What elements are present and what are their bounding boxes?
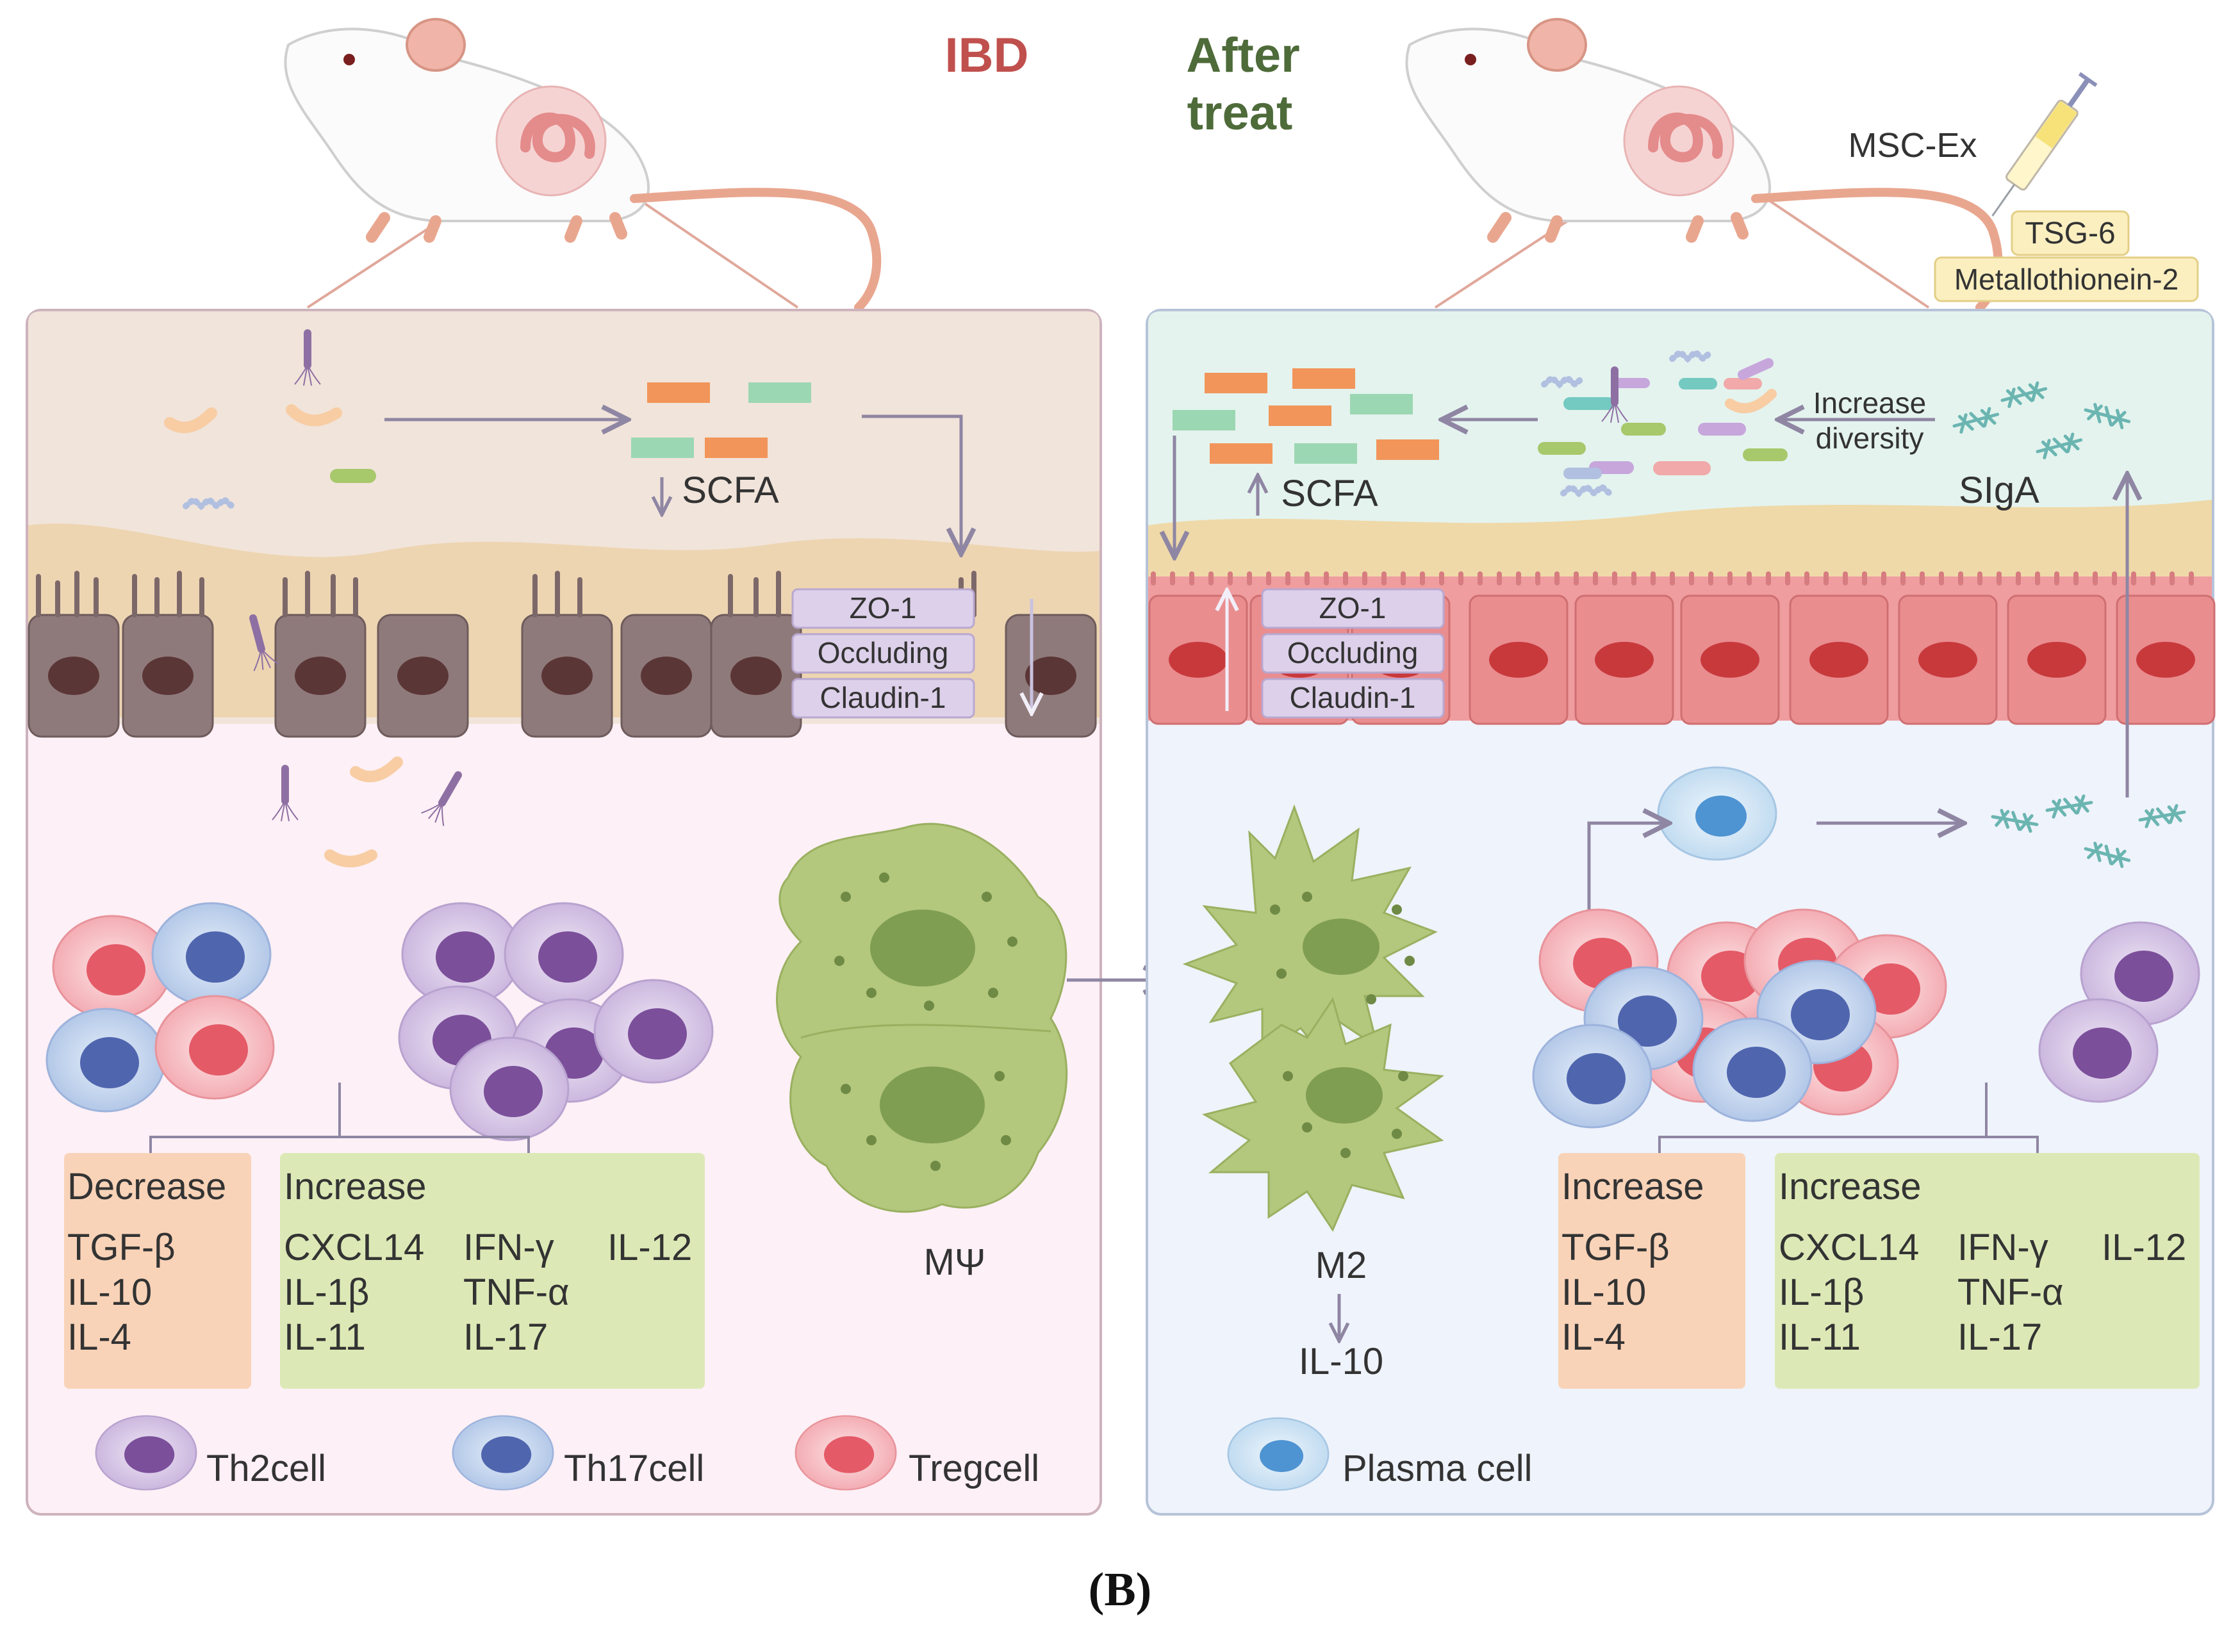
metallothionein-box	[1934, 256, 2199, 302]
left-scfa-label: SCFA	[682, 470, 779, 511]
m2-label: M2	[1315, 1245, 1367, 1286]
right-sIgA-label: SIgA	[1959, 470, 2039, 511]
left-tj-occluding: Occluding	[818, 636, 949, 669]
metallothionein-label: Metallothionein-2	[1954, 263, 2178, 296]
left-scfa-to-epithelium-arrow	[862, 414, 961, 551]
plasma-cell-icon	[1657, 766, 1777, 861]
left-cytokine-connector	[149, 1083, 530, 1153]
right-increase-col3-1: IL-12	[2102, 1227, 2186, 1268]
left-invading-bacteria	[272, 756, 469, 867]
m2-il10-label: IL-10	[1299, 1341, 1383, 1382]
macrophage-label: MΨ	[924, 1241, 986, 1283]
left-increase-col2-3: IL-17	[463, 1316, 548, 1358]
right-increase-col2-3: IL-17	[1957, 1316, 2042, 1358]
right-increase-a-item-2: IL-10	[1561, 1272, 1646, 1313]
legend-th2-label: Th2cell	[206, 1448, 326, 1489]
tsg6-label: TSG-6	[2025, 217, 2115, 250]
left-increase-col2-2: TNF-α	[463, 1272, 570, 1313]
mouse-ibd-icon	[284, 18, 882, 312]
left-decrease-item-1: TGF-β	[67, 1227, 176, 1268]
legend-th17-icon	[452, 1415, 554, 1491]
figure-caption: (B)	[1088, 1564, 1152, 1616]
legend-plasma-icon	[1227, 1417, 1330, 1491]
left-increase-col2-1: IFN-γ	[463, 1227, 554, 1268]
right-tj-occluding: Occluding	[1287, 636, 1419, 669]
left-epithelium	[28, 571, 1097, 738]
legend-plasma-label: Plasma cell	[1342, 1448, 1533, 1489]
right-treg-th17-cluster	[1532, 908, 1947, 1129]
right-scfa-label: SCFA	[1281, 473, 1378, 514]
left-increase-title: Increase	[284, 1166, 426, 1207]
left-tj-zo1: ZO-1	[850, 591, 917, 625]
left-decrease-item-2: IL-10	[67, 1272, 152, 1313]
macrophage-icon	[776, 822, 1068, 1213]
right-diverse-bacteria	[1538, 348, 1788, 498]
legend-treg-icon	[795, 1415, 897, 1491]
left-increase-col3-1: IL-12	[607, 1227, 692, 1268]
after-treat-label-line1: After	[1186, 28, 1299, 83]
legend-treg-label: Tregcell	[909, 1448, 1039, 1489]
right-increase-box-a	[1558, 1153, 1745, 1389]
increase-diversity-line2: diversity	[1816, 421, 1924, 455]
tsg6-box	[2011, 210, 2130, 256]
right-increase-col1-1: CXCL14	[1779, 1227, 1919, 1268]
right-tight-junctions	[1261, 588, 1445, 719]
m2-macrophage-icon	[1182, 804, 1445, 1232]
right-tj-claudin1: Claudin-1	[1290, 681, 1416, 714]
left-tight-junctions	[791, 588, 975, 719]
ibd-label: IBD	[945, 28, 1029, 83]
right-increase-col1-2: IL-1β	[1779, 1272, 1864, 1313]
cells-to-plasma-arrow	[1587, 823, 1666, 916]
legend-th17-label: Th17cell	[564, 1448, 704, 1489]
mouse-treated-icon	[1405, 18, 2003, 312]
left-increase-col1-2: IL-1β	[284, 1272, 369, 1313]
right-increase-box-b	[1775, 1153, 2200, 1389]
msc-ex-label: MSC-Ex	[1849, 126, 1977, 165]
increase-diversity-line1: Increase	[1813, 386, 1926, 420]
left-decrease-box	[64, 1153, 251, 1389]
right-increase-col1-3: IL-11	[1779, 1316, 1861, 1358]
right-scfa-molecules	[1173, 368, 1439, 464]
right-tj-zo1: ZO-1	[1319, 591, 1387, 625]
right-cytokine-connector	[1658, 1083, 2039, 1153]
right-increase-a-title: Increase	[1561, 1166, 1704, 1207]
left-increase-col1-1: CXCL14	[284, 1227, 424, 1268]
syringe-icon	[1991, 72, 2098, 217]
left-lumen-bacteria	[164, 333, 376, 672]
left-decrease-item-3: IL-4	[67, 1316, 131, 1358]
left-tj-claudin1: Claudin-1	[820, 681, 946, 714]
after-treat-label-line2: treat	[1187, 86, 1293, 140]
left-increase-box	[280, 1153, 705, 1389]
right-increase-col2-2: TNF-α	[1957, 1272, 2064, 1313]
legend-th2-icon	[95, 1415, 197, 1491]
left-increase-col1-3: IL-11	[284, 1316, 366, 1358]
left-decrease-title: Decrease	[67, 1166, 226, 1207]
right-increase-col2-1: IFN-γ	[1957, 1227, 2048, 1268]
right-increase-b-title: Increase	[1779, 1166, 1921, 1207]
right-increase-a-item-3: IL-4	[1561, 1316, 1626, 1358]
right-increase-a-item-1: TGF-β	[1561, 1227, 1670, 1268]
left-scfa-molecules	[631, 382, 811, 458]
